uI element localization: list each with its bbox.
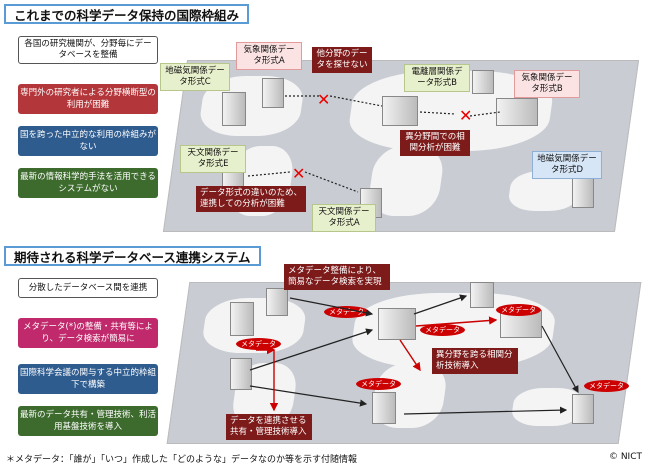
- top-intro: 各国の研究機関が、分野毎にデータベースを整備: [18, 36, 158, 64]
- benefit-2: 国際科学会議の関与する中立的枠組下で構築: [18, 364, 158, 394]
- label-astro-a: 天文関係データ形式A: [312, 204, 376, 232]
- top-section-title: これまでの科学データ保持の国際枠組み: [4, 4, 250, 24]
- server-icon: [472, 70, 494, 94]
- cross-icon: ✕: [459, 106, 473, 125]
- label-iono-b: 電離層関係データ形式B: [404, 64, 470, 92]
- callout-no-other-field: 他分野のデータを探せない: [312, 47, 372, 73]
- server-icon: [222, 92, 246, 126]
- callout-cross-field: 異分野間での相関分析が困難: [400, 130, 470, 156]
- metadata-tag: メタデータ: [584, 380, 629, 392]
- server-icon: [572, 394, 594, 424]
- problem-1: 専門外の研究者による分野横断型の利用が困難: [18, 84, 158, 114]
- callout-cross-field: 異分野を跨る相関分析技術導入: [432, 348, 518, 374]
- label-weather-b: 気象関係データ形式B: [514, 70, 580, 98]
- server-icon: [230, 358, 252, 390]
- server-icon: [378, 308, 416, 340]
- callout-metadata-search: メタデータ整備により、簡易なデータ検索を実現: [284, 264, 390, 290]
- label-geomag-c: 地磁気関係データ形式C: [160, 63, 230, 91]
- server-icon: [230, 302, 254, 336]
- bottom-section-title: 期待される科学データベース連携システム: [4, 246, 261, 266]
- server-icon: [382, 96, 418, 126]
- metadata-tag: メタデータ: [496, 304, 541, 316]
- metadata-tag: メタデータ: [420, 324, 465, 336]
- top-left-panel: 各国の研究機関が、分野毎にデータベースを整備 専門外の研究者による分野横断型の利…: [10, 28, 168, 228]
- footer-note: ＊メタデータ：「誰が」「いつ」作成した「どのような」データなのか等を示す付随情報: [6, 455, 358, 465]
- label-weather-a: 気象関係データ形式A: [236, 42, 302, 70]
- label-geomag-d: 地磁気関係データ形式D: [532, 151, 602, 179]
- label-astro-e: 天文関係データ形式E: [180, 145, 246, 173]
- server-icon: [372, 392, 396, 424]
- benefit-3: 最新のデータ共有・管理技術、利活用基盤技術を導入: [18, 406, 158, 436]
- cross-icon: ✕: [317, 90, 331, 109]
- bottom-left-panel: 分散したデータベース間を連携 メタデータ(*)の整備・共有等により、データ検索が…: [10, 272, 168, 448]
- bottom-intro: 分散したデータベース間を連携: [18, 278, 158, 298]
- callout-format-diff: データ形式の違いのため、連携しての分析が困難: [196, 186, 306, 212]
- problem-2: 国を跨った中立的な利用の枠組みがない: [18, 126, 158, 156]
- problem-3: 最新の情報科学的手法を活用できるシステムがない: [18, 168, 158, 198]
- cross-icon: ✕: [292, 164, 306, 183]
- callout-link-data: データを連携させる共有・管理技術導入: [226, 414, 312, 440]
- metadata-tag: メタデータ: [356, 378, 401, 390]
- benefit-1: メタデータ(*)の整備・共有等により、データ検索が簡易に: [18, 318, 158, 348]
- server-icon: [470, 282, 494, 308]
- server-icon: [262, 78, 284, 108]
- server-icon: [266, 288, 288, 316]
- metadata-tag: メタデータ: [324, 306, 369, 318]
- credit: © NICT: [608, 452, 642, 462]
- server-icon: [496, 98, 538, 126]
